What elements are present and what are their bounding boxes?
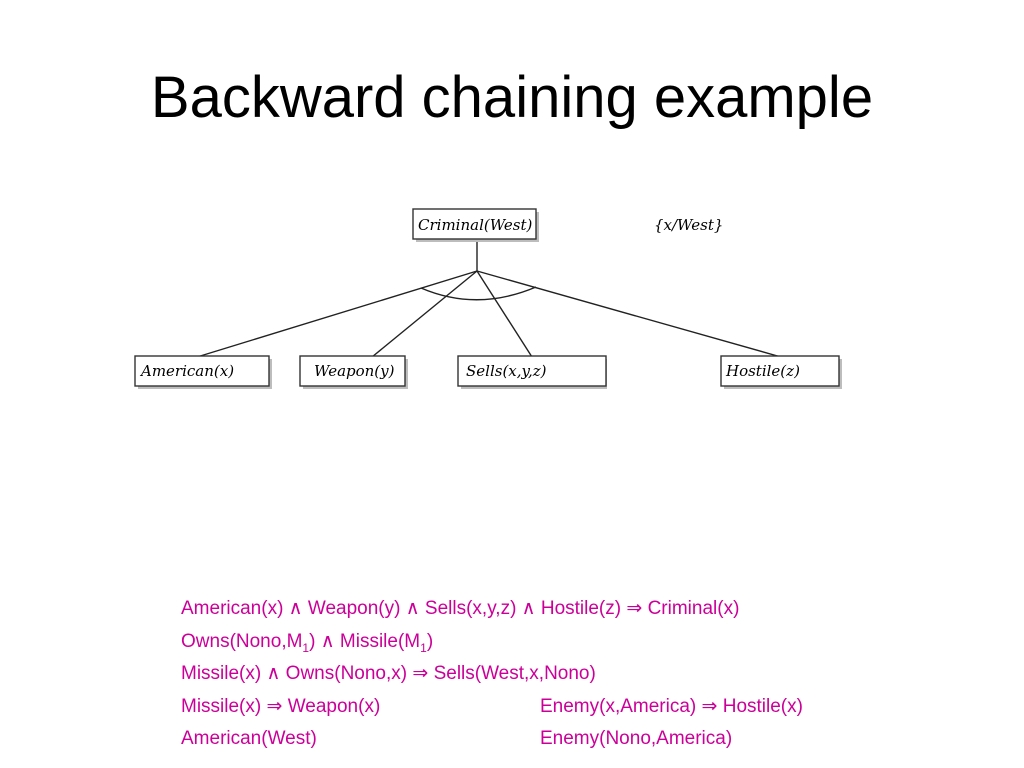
edge-root-american — [196, 270, 478, 358]
edge-root-hostile — [476, 270, 782, 358]
fact-american-west: American(West) — [181, 728, 317, 749]
fact-row-american-enemy: American(West) Enemy(Nono,America) — [181, 723, 739, 756]
slide-title: Backward chaining example — [150, 65, 874, 130]
edge-root-weapon — [371, 270, 478, 358]
node-weapon-y: Weapon(y) — [299, 355, 408, 389]
fact-owns-part3: ) — [426, 630, 434, 652]
conjunction-arc — [420, 286, 537, 301]
fact-owns-missile: Owns(Nono,M1) ∧ Missile(M1) — [181, 626, 739, 659]
fact-owns-part2: ) ∧ Missile(M — [309, 630, 421, 652]
fact-owns-sub2: 1 — [420, 640, 427, 655]
rule-hostile: Enemy(x,America) ⇒ Hostile(x) — [540, 695, 803, 717]
rule-row-weapon-hostile: Missile(x) ⇒ Weapon(x) Enemy(x,America) … — [181, 691, 803, 724]
substitution-label: {x/West} — [654, 216, 723, 234]
fact-enemy-nono: Enemy(Nono,America) — [540, 728, 733, 749]
node-criminal-west-label: Criminal(West) — [418, 216, 533, 234]
knowledge-base-rules: American(x) ∧ Weapon(y) ∧ Sells(x,y,z) ∧… — [181, 593, 803, 756]
rule-sells: Missile(x) ∧ Owns(Nono,x) ⇒ Sells(West,x… — [181, 663, 596, 684]
node-sells-xyz: Sells(x,y,z) — [457, 355, 607, 389]
node-hostile-z-label: Hostile(z) — [725, 362, 800, 380]
node-american-x: American(x) — [134, 355, 272, 389]
node-american-x-label: American(x) — [139, 362, 234, 380]
rule-weapon: Missile(x) ⇒ Weapon(x) — [181, 695, 381, 717]
node-sells-xyz-label: Sells(x,y,z) — [466, 362, 547, 380]
node-hostile-z: Hostile(z) — [720, 355, 842, 389]
edge-root-sells — [476, 270, 533, 358]
node-weapon-y-label: Weapon(y) — [314, 362, 395, 380]
fact-owns-sub1: 1 — [302, 640, 310, 655]
rule-criminal: American(x) ∧ Weapon(y) ∧ Sells(x,y,z) ∧… — [181, 598, 740, 619]
node-criminal-west: Criminal(West) — [412, 208, 539, 242]
fact-owns-part1: Owns(Nono,M — [181, 630, 303, 652]
